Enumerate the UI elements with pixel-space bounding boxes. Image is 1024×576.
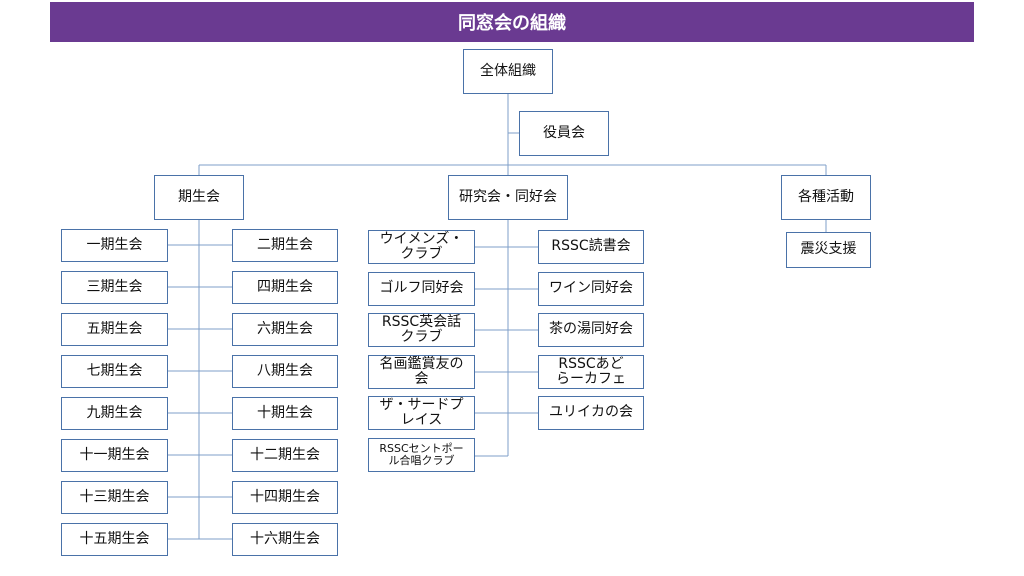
club-node: ザ・サードプ レイス [368, 396, 475, 430]
cohort-node: 六期生会 [232, 313, 338, 346]
cohort-node: 十三期生会 [61, 481, 168, 514]
cohort-node: 十期生会 [232, 397, 338, 430]
cohort-node: 十一期生会 [61, 439, 168, 472]
club-node: RSSCあど らーカフェ [538, 355, 644, 389]
cohort-node: 五期生会 [61, 313, 168, 346]
branch-cohort: 期生会 [154, 175, 244, 220]
branch-activities: 各種活動 [781, 175, 871, 220]
club-node: ゴルフ同好会 [368, 272, 475, 306]
cohort-node: 四期生会 [232, 271, 338, 304]
club-node: ワイン同好会 [538, 272, 644, 306]
cohort-node: 十六期生会 [232, 523, 338, 556]
activity-node: 震災支援 [786, 232, 871, 268]
title-banner: 同窓会の組織 [50, 2, 974, 42]
club-node: ウイメンズ・ クラブ [368, 230, 475, 264]
club-node: ユリイカの会 [538, 396, 644, 430]
cohort-node: 九期生会 [61, 397, 168, 430]
club-node: RSSC英会話 クラブ [368, 313, 475, 347]
cohort-node: 二期生会 [232, 229, 338, 262]
root-node: 全体組織 [463, 49, 553, 94]
page-title: 同窓会の組織 [458, 13, 566, 34]
cohort-node: 十二期生会 [232, 439, 338, 472]
cohort-node: 十四期生会 [232, 481, 338, 514]
cohort-node: 十五期生会 [61, 523, 168, 556]
officers-node: 役員会 [519, 111, 609, 156]
club-node: 名画鑑賞友の 会 [368, 355, 475, 389]
cohort-node: 七期生会 [61, 355, 168, 388]
cohort-node: 三期生会 [61, 271, 168, 304]
cohort-node: 八期生会 [232, 355, 338, 388]
club-node: 茶の湯同好会 [538, 313, 644, 347]
club-node: RSSC読書会 [538, 230, 644, 264]
cohort-node: 一期生会 [61, 229, 168, 262]
club-node: RSSCセントポー ル合唱クラブ [368, 438, 475, 472]
branch-clubs: 研究会・同好会 [448, 175, 568, 220]
